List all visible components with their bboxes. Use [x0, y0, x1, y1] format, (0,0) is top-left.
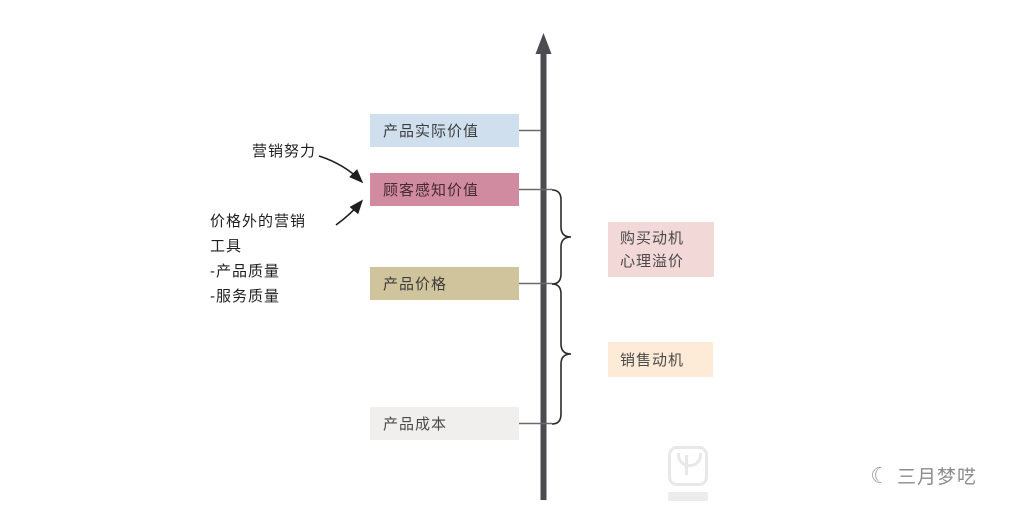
watermark: ☾ 三月梦呓 [870, 462, 977, 489]
brace-purchase-motivation [551, 189, 572, 285]
annotation-non-price-tools-line: -产品质量 [210, 263, 280, 280]
value-axis-arrowhead [535, 33, 552, 54]
faint-logo-mark [668, 446, 708, 486]
box-product-cost-label: 产品成本 [383, 416, 448, 433]
box-customer-perceived-value-label: 顾客感知价值 [383, 182, 480, 199]
annotation-non-price-tools-line: 价格外的营销 [210, 213, 307, 230]
box-product-actual-value: 产品实际价值 [370, 114, 519, 147]
annotation-non-price-tools-line: -服务质量 [210, 288, 280, 305]
arrow-marketing-effort [318, 155, 364, 184]
annotation-non-price-tools: 价格外的营销 工具 -产品质量 -服务质量 [210, 209, 306, 309]
box-product-cost: 产品成本 [370, 407, 519, 440]
annotation-marketing-effort: 营销努力 [252, 143, 317, 160]
label-sales-motivation-line1: 销售动机 [620, 352, 685, 369]
box-product-price-label: 产品价格 [383, 276, 448, 293]
box-product-actual-value-label: 产品实际价值 [383, 123, 480, 140]
annotation-non-price-tools-line: 工具 [210, 238, 243, 255]
box-customer-perceived-value: 顾客感知价值 [370, 173, 519, 206]
label-purchase-motivation-line1: 购买动机 [620, 229, 685, 247]
box-product-price: 产品价格 [370, 267, 519, 300]
faint-logo-text-bar [668, 492, 708, 501]
crescent-moon-icon: ☾ [870, 462, 891, 488]
arrow-non-price-tools [335, 199, 364, 226]
label-purchase-motivation-line2: 心理溢价 [620, 252, 685, 270]
brace-sales-motivation [551, 283, 572, 425]
label-sales-motivation: 销售动机 [608, 342, 713, 377]
faint-logo-watermark [664, 446, 712, 508]
label-purchase-motivation: 购买动机 心理溢价 [608, 222, 714, 277]
watermark-text: 三月梦呓 [896, 467, 977, 488]
